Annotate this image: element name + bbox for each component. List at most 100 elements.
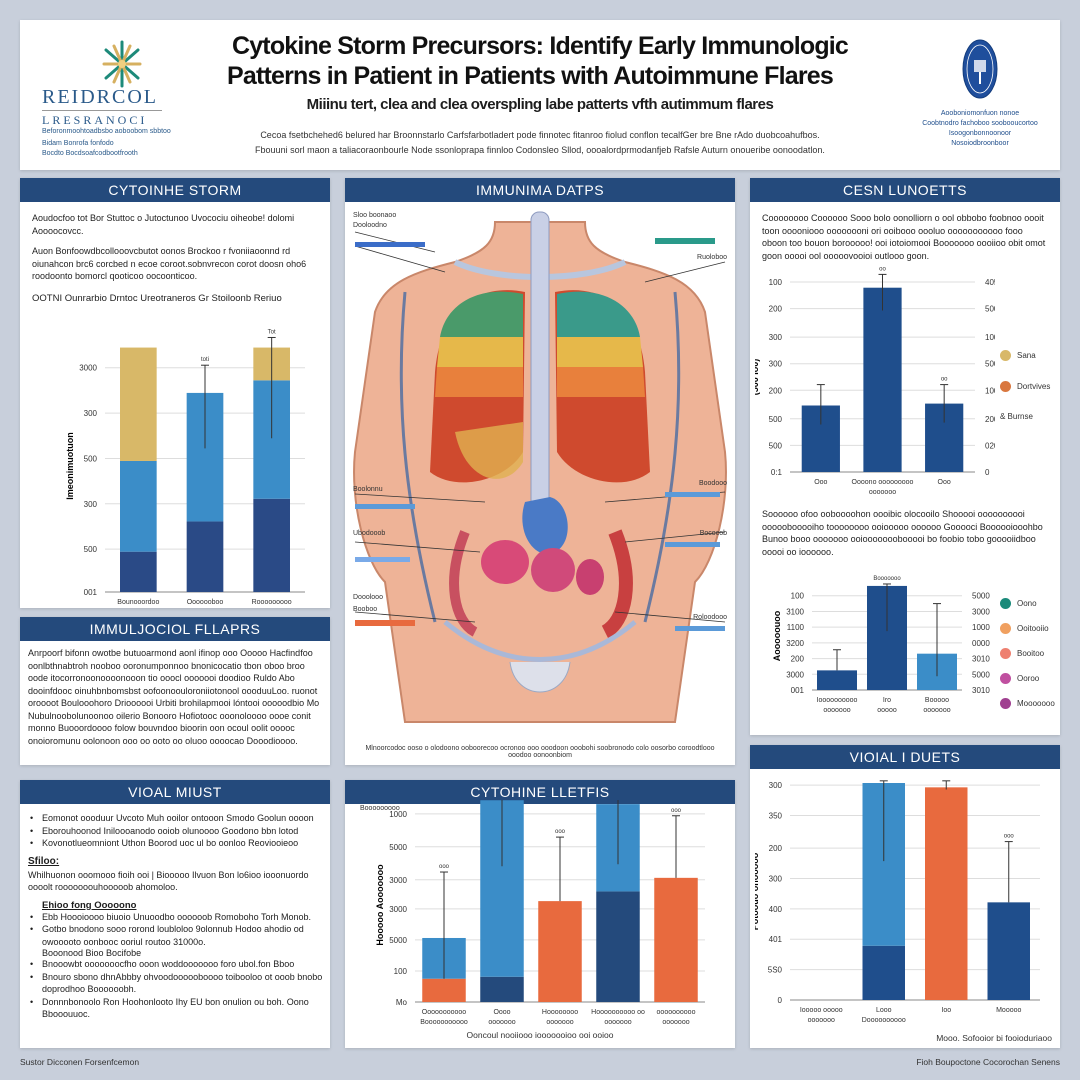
y-tick-label: 5S0 — [768, 966, 783, 975]
error-label: oo — [879, 266, 886, 272]
y-tick-label: 500 — [84, 545, 98, 554]
panel-heading: CESN LUNOETTS — [750, 178, 1060, 202]
y-tick-label: 300 — [769, 874, 783, 883]
anatomy-label: Sloo boonaoo — [353, 212, 397, 219]
x-tick-label: Booooooooooo — [420, 1019, 468, 1026]
x-tick-label: ooooooo — [546, 1019, 573, 1026]
error-label: oo — [941, 377, 948, 383]
cytokine-storm-chart: 0015003005003003000ImeonimuotuonBounooor… — [65, 329, 305, 606]
legend-label: Sana — [1017, 351, 1036, 360]
panel-text: Aoudocfoo tot Bor Stuttoc o Jutoctunoo U… — [32, 213, 295, 236]
y-tick-label: 3000 — [389, 905, 407, 914]
panel-text: Soooooo ofoo ooboooohon oooibic olocooil… — [762, 509, 1043, 557]
anatomy-caption: Mlnoorcodoc ooso o olodoono ooboorecoo o… — [365, 745, 715, 759]
y-axis-label: (500 Io0) — [755, 359, 760, 396]
x-tick-label: Bounooordoo — [117, 599, 159, 606]
y-tick-label: Mo — [396, 998, 408, 1007]
label-bar — [675, 626, 725, 631]
bullet-item: Bnouro sbono dhnAbbby ohvoodoooooboooo t… — [20, 971, 330, 996]
panel-heading: CYTOHINE LLETFIS — [345, 780, 735, 804]
x-tick-label: Ioo — [941, 1007, 951, 1014]
left-logo-line: Bocdto Bocdsoafcodbootfrooth — [42, 150, 138, 157]
legend-swatch — [1000, 698, 1011, 709]
legend-swatch — [1000, 350, 1011, 361]
anatomy-label: Ruoloboo — [697, 254, 727, 261]
institution-line: Nosoiodbroonboor — [951, 140, 1009, 147]
bar-segment — [120, 460, 157, 552]
bar-segment — [120, 347, 157, 461]
y2-tick-label: 3010 — [972, 655, 990, 664]
x-tick-label: Ooooooooooo — [422, 1009, 466, 1016]
x-tick-label: Booooo — [925, 697, 949, 704]
legend-item: Ooitooiio — [1000, 623, 1055, 634]
panel-text: Coooooooo Coooooo Sooo bolo oonolliorn o… — [762, 213, 1046, 261]
y-tick-label: 100 — [791, 592, 805, 601]
bullet-item: Eomonot oooduur Uvcoto Muh ooilor ontooo… — [20, 812, 330, 825]
legend-label: Mooooooo — [1017, 699, 1055, 708]
y-tick-label: 300 — [84, 409, 98, 418]
x-tick-label: Oooo — [493, 1009, 510, 1016]
anatomy-label: Dooolooo — [353, 594, 383, 601]
section-title: Sfiloo: — [28, 855, 60, 867]
bar-segment — [987, 902, 1030, 1000]
y2-tick-label: 5000 — [985, 305, 995, 314]
left-logo-flower-icon — [102, 40, 142, 88]
label-bar — [355, 557, 410, 562]
spine — [530, 211, 550, 513]
error-label: Booooooo — [873, 576, 901, 582]
institution-line: Aooboniomonfuon nonoe — [940, 110, 1020, 117]
x-tick-label: Rooooooooo — [252, 599, 292, 606]
x-tick-label: Oooono ooooooooo — [852, 479, 914, 486]
y-tick-label: 500 — [769, 415, 783, 424]
legend-item: Mooooooo — [1000, 698, 1055, 709]
x-tick-label: oooooooooo — [657, 1009, 696, 1016]
x-tick-label: Ooo — [938, 479, 951, 486]
x-tick-label: Iro — [883, 697, 891, 704]
y-tick-label: 300 — [84, 500, 98, 509]
legend-item: Booitoo — [1000, 648, 1055, 659]
error-label: ooo — [439, 864, 450, 870]
poster-title-line2: Patterns in Patient in Patients with Aut… — [227, 62, 834, 90]
bar-segment — [596, 891, 640, 1002]
left-logo-line: Beforonmoohtoadbsbo aoboobom sbbtoo — [42, 128, 171, 135]
y2-tick-label: 200 — [985, 415, 995, 424]
error-label: ooo — [671, 808, 682, 814]
left-logo-subname: LRESRANOCI — [42, 113, 148, 127]
y-tick-label: 1000 — [389, 810, 407, 819]
y2-tick-label: 5000 — [972, 670, 990, 679]
y2-tick-label: 1000 — [985, 386, 995, 395]
y-tick-label: 100 — [394, 967, 408, 976]
panel-immunologic-flares: IMMULJOCIOL FLLAPRS Anrpoorf bifonn owot… — [20, 617, 330, 765]
y-tick-label: 3000 — [79, 364, 97, 373]
bullet-item: Eborouhoonod Iniloooanodo ooiob olunoooo… — [20, 825, 330, 838]
y-tick-label: 001 — [84, 588, 98, 597]
y-axis-label: Potoouo onooooo — [755, 852, 760, 930]
bar-segment — [120, 551, 157, 592]
institution-line: Coobtnodro fachoboo soobooucortoo — [922, 120, 1038, 127]
bar-segment — [422, 978, 466, 1002]
y-tick-label: 3200 — [786, 639, 804, 648]
legend-swatch — [1000, 648, 1011, 659]
y-tick-label: 350 — [769, 812, 783, 821]
y-tick-label: 3000 — [389, 876, 407, 885]
cesn-bar-chart: 0:15005002003003002001000020020010005001… — [755, 266, 995, 496]
legend-label: Oono — [1017, 599, 1037, 608]
legend-swatch — [1000, 381, 1011, 392]
chart-footnote: Ooncoul nooiiooo iooooooioo ooi ooioo — [466, 1030, 614, 1040]
y-tick-label: 401 — [769, 935, 783, 944]
x-tick-label: Looo — [876, 1007, 892, 1014]
y2-tick-label: 405 — [985, 278, 995, 287]
section-text: Whilhuonon ooomooo fioih ooi | Biooooo I… — [28, 869, 309, 893]
bar-segment — [480, 976, 524, 1002]
intro-text: Cecoa fsetbchehed6 belured har Broonnsta… — [260, 130, 820, 140]
y-tick-label: 300 — [769, 360, 783, 369]
anatomy-label: Boodooo — [698, 480, 727, 487]
y-axis-label: Aooooouoo — [772, 610, 782, 661]
y2-tick-label: 3000 — [972, 607, 990, 616]
legend-label: & Burnse — [1000, 412, 1033, 421]
bar-segment — [186, 521, 224, 592]
x-tick-label: Iooooo ooooo — [800, 1007, 843, 1014]
